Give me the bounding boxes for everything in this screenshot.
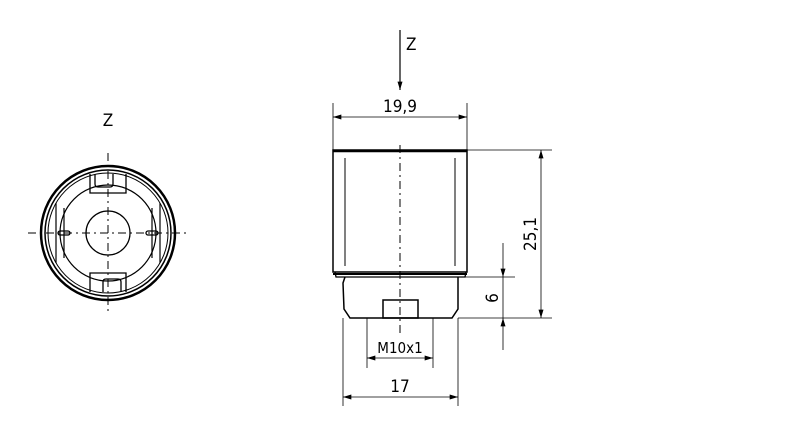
bore-circle <box>85 210 131 256</box>
dimension-label-25-1: 25,1 <box>521 217 541 251</box>
dimension-label-17: 17 <box>390 377 409 397</box>
outer-circle <box>39 164 177 302</box>
dimension-label-m10x1: M10x1 <box>377 339 422 357</box>
dimension-label-6: 6 <box>483 293 503 303</box>
threaded-base <box>342 276 459 319</box>
dimension-height-total: 25,1 <box>458 149 552 319</box>
view-arrow-label: Z <box>406 35 416 55</box>
dimension-label-19-9: 19,9 <box>383 97 417 117</box>
dimension-thread-length: 6 <box>458 243 515 350</box>
dimension-width-bottom: 17 <box>342 318 459 406</box>
view-arrow-z: Z <box>397 30 416 90</box>
dimension-width-top: 19,9 <box>332 97 468 150</box>
slot <box>382 299 419 319</box>
side-view <box>332 145 468 335</box>
view-label-z: Z <box>103 111 113 131</box>
end-view-z: Z <box>28 111 188 313</box>
dimension-thread: M10x1 <box>366 318 434 368</box>
